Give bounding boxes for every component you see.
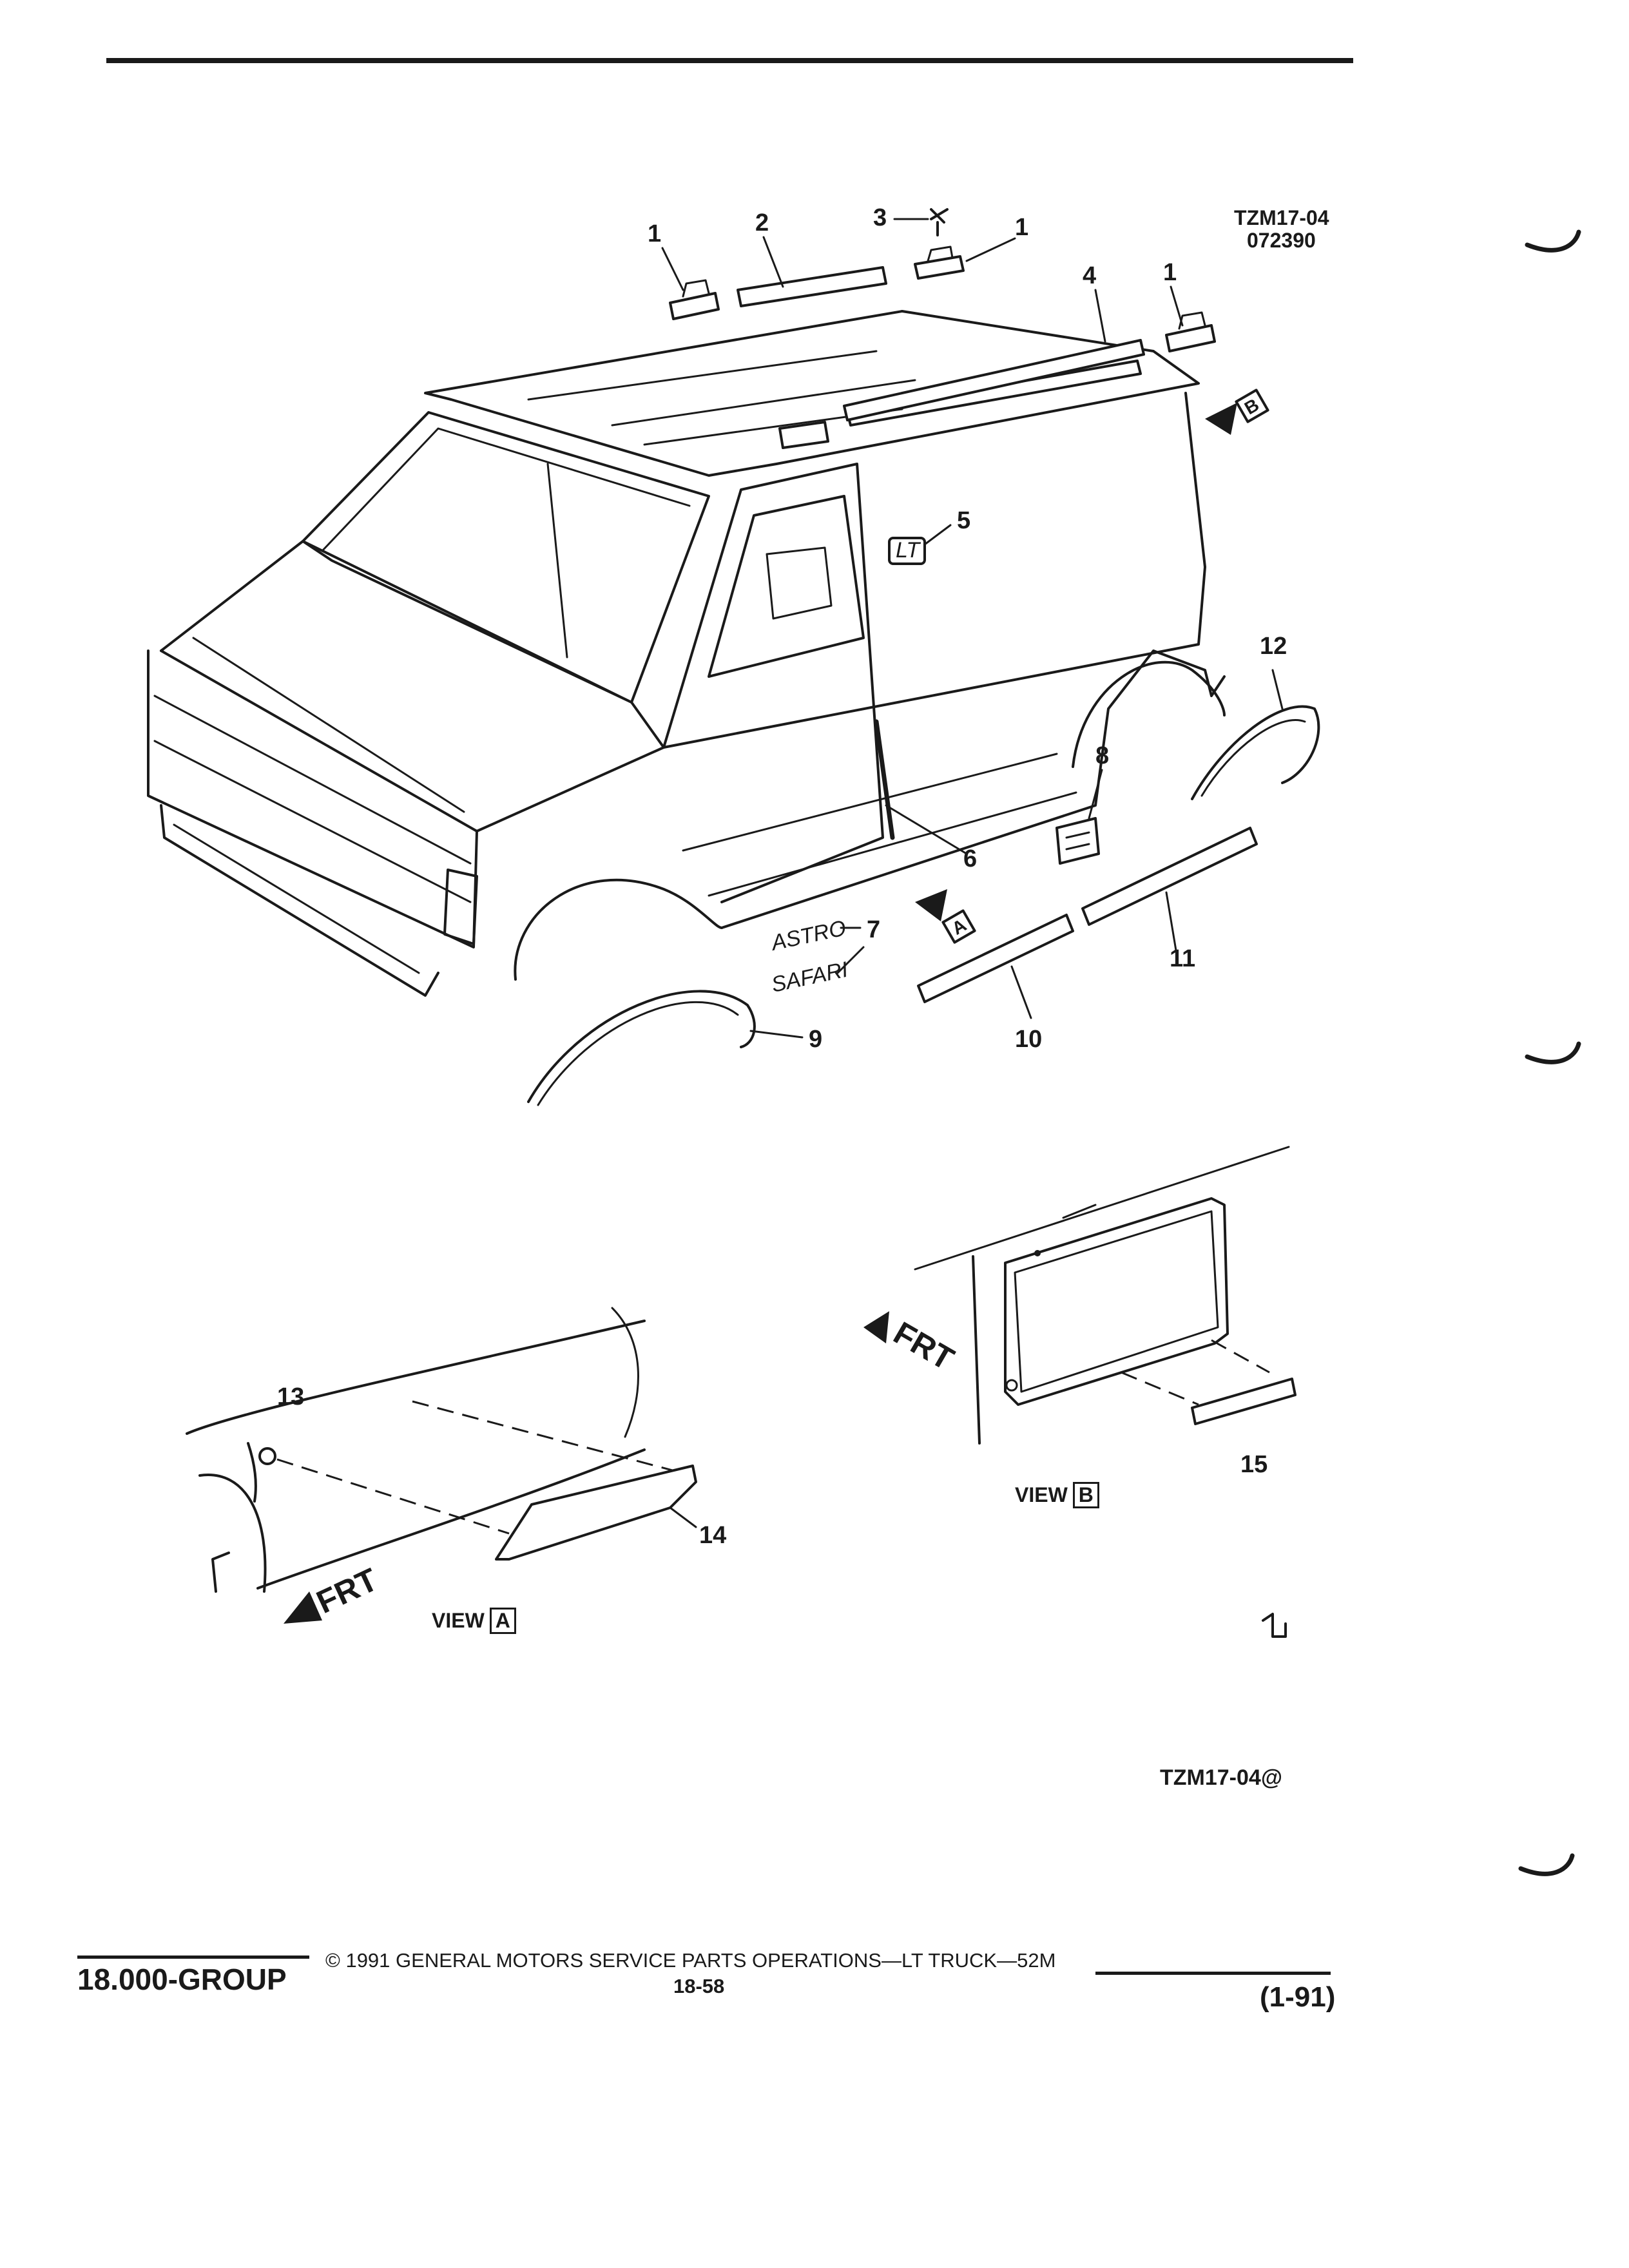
callout-14: 14 <box>699 1522 726 1549</box>
roof-parts <box>669 208 1216 421</box>
roof-clip-1-right <box>1165 324 1216 352</box>
callout-2: 2 <box>755 209 769 236</box>
rear-wheel-flare-12 <box>1191 705 1320 800</box>
callout-10: 10 <box>1015 1026 1042 1053</box>
astro-script-badge: ASTRO <box>768 916 848 956</box>
front-wheel-flare-9 <box>527 990 756 1103</box>
callout-1-c: 1 <box>1163 259 1177 286</box>
view-a-word: VIEW <box>432 1609 485 1632</box>
view-b-pointer-arrow <box>1205 403 1237 435</box>
footer-rule-left <box>77 1956 309 1959</box>
section-group: 18.000-GROUP <box>77 1963 287 1996</box>
callout-11: 11 <box>1170 945 1195 972</box>
view-b-letter-box: B <box>1072 1482 1099 1509</box>
callout-5: 5 <box>957 507 970 534</box>
view-b-word: VIEW <box>1015 1483 1068 1506</box>
front-rocker-molding-10 <box>917 914 1074 1003</box>
roof-clip-1-center <box>914 255 965 280</box>
margin-mark <box>1525 1041 1581 1064</box>
rear-rocker-molding-11 <box>1081 827 1258 926</box>
callout-4: 4 <box>1083 262 1096 289</box>
footer-rule-right <box>1095 1972 1331 1975</box>
figure-date: 072390 <box>1247 229 1316 252</box>
badge-plate-8 <box>1055 817 1100 865</box>
figure-id: TZM17-04 <box>1234 206 1329 229</box>
callout-1-b: 1 <box>1015 214 1028 241</box>
copyright-line: © 1991 GENERAL MOTORS SERVICE PARTS OPER… <box>325 1949 1056 1972</box>
callout-9: 9 <box>809 1026 822 1053</box>
callout-15: 15 <box>1240 1451 1268 1478</box>
margin-mark <box>1525 229 1581 253</box>
catalog-mark <box>1262 1613 1287 1638</box>
view-a-letter-box: A <box>489 1608 516 1635</box>
top-rule <box>106 58 1353 63</box>
astro-emblem-14 <box>495 1465 697 1561</box>
margin-mark <box>1518 1853 1575 1876</box>
callout-numbers: 1 2 3 1 4 1 5 6 7 8 9 10 11 12 13 14 15 <box>277 204 1287 1549</box>
roof-clip-1-left <box>669 292 720 320</box>
callout-12: 12 <box>1260 633 1287 660</box>
page-number: 18-58 <box>673 1975 725 1997</box>
callout-8: 8 <box>1095 742 1109 769</box>
callout-7: 7 <box>867 916 880 943</box>
fuel-injection-badge-15 <box>1191 1378 1296 1425</box>
view-a-detail <box>186 1307 697 1624</box>
revision-date: (1-91) <box>1260 1981 1336 2013</box>
callout-6: 6 <box>963 845 977 872</box>
view-b-frt-arrow <box>863 1311 889 1343</box>
roof-screw-3 <box>930 208 949 236</box>
callout-1-a: 1 <box>648 220 661 247</box>
view-a-pointer-arrow <box>915 889 947 921</box>
roof-crossbar-2 <box>737 266 887 307</box>
safari-script-badge: SAFARI <box>769 957 851 997</box>
callout-leaders <box>661 218 1284 1039</box>
callout-3: 3 <box>873 204 887 231</box>
name-badges-7: ASTRO SAFARI <box>768 916 865 997</box>
figure-footer-ref: TZM17-04@ <box>1160 1765 1282 1790</box>
roof-side-rail-4 <box>843 339 1145 421</box>
view-a-frt-arrow <box>284 1591 322 1624</box>
lt-badge-glyph: LT <box>896 538 921 562</box>
view-b-detail <box>863 1146 1296 1445</box>
view-pointers: A B <box>915 389 1269 944</box>
lt-badge-5 <box>888 537 926 565</box>
van-body-drawing <box>147 310 1226 997</box>
